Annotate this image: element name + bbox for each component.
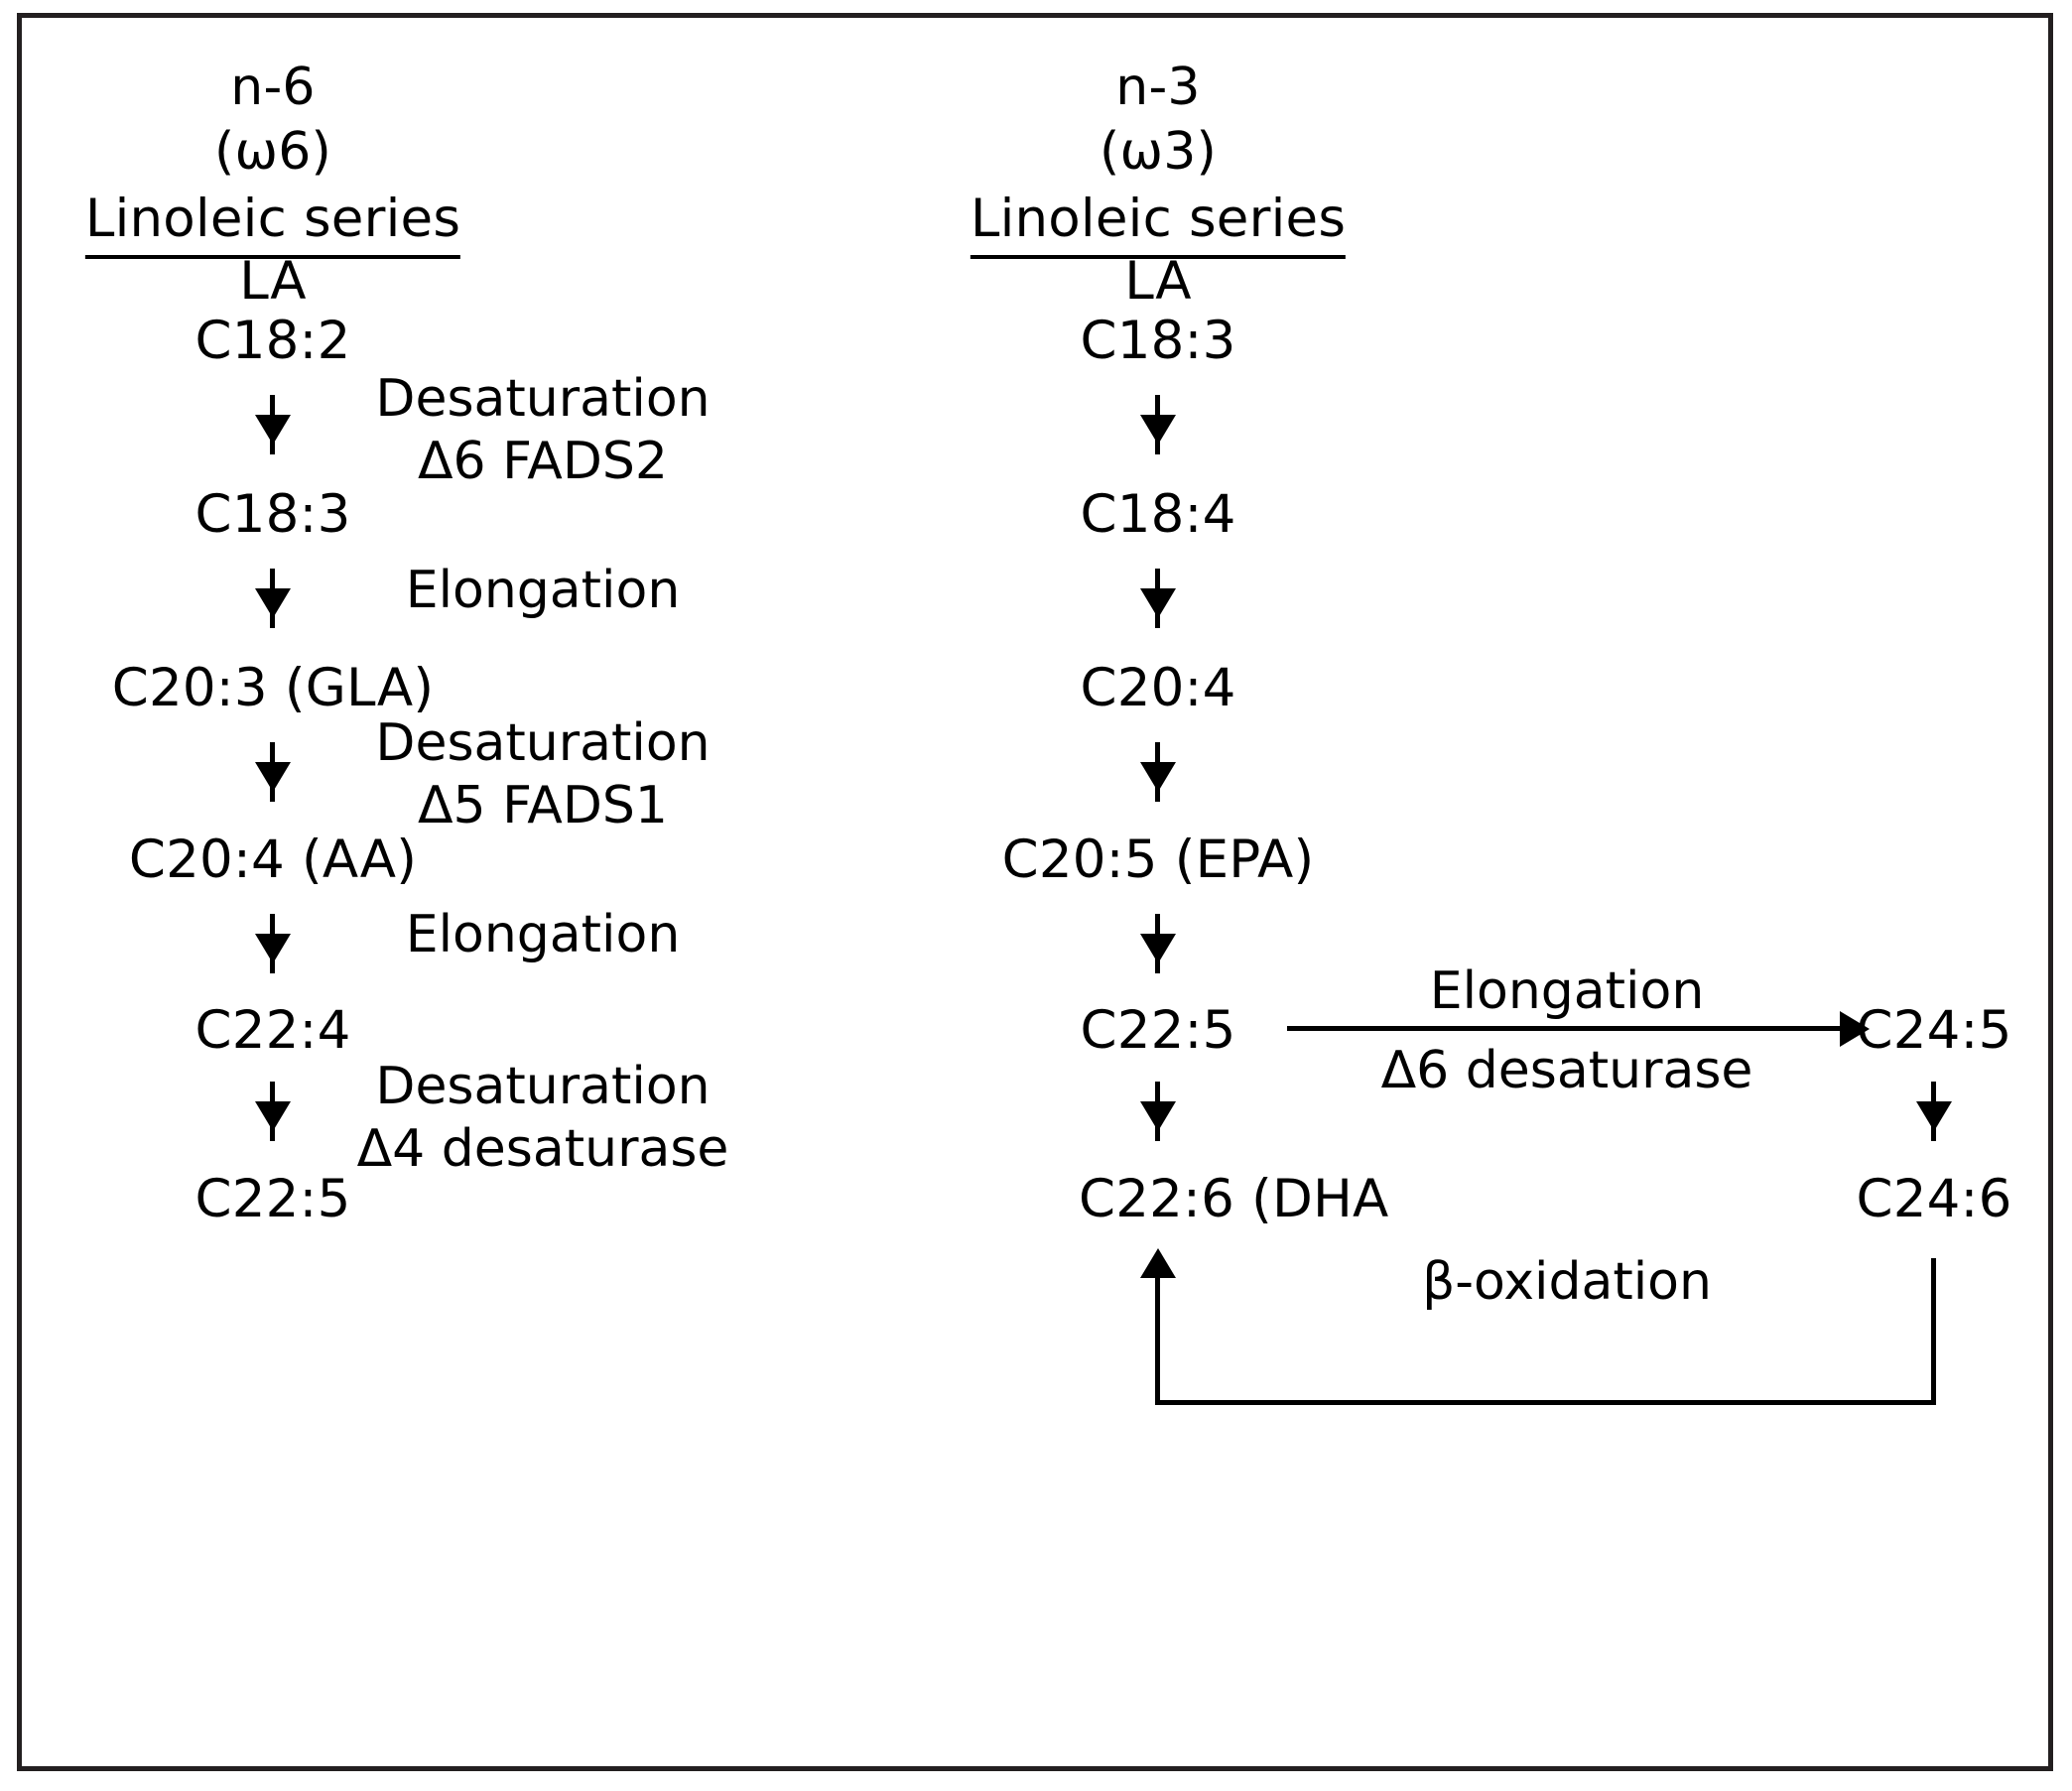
branch-delta6-desaturase-label: Δ6 desaturase xyxy=(1380,1041,1753,1100)
beta-oxidation-right-segment xyxy=(1931,1258,1936,1405)
n6-node-c22-5: C22:5 xyxy=(194,1169,351,1229)
branch-arrow-head xyxy=(1916,1101,1952,1131)
enzyme-step1-line1: Desaturation xyxy=(375,369,711,429)
n6-arrow-4-head xyxy=(255,934,291,963)
n6-precursor-abbrev: LA xyxy=(239,251,307,312)
enzyme-step5-line1: Desaturation xyxy=(375,1057,711,1116)
n3-node-c22-6-dha: C22:6 (DHA xyxy=(1079,1169,1389,1229)
enzyme-step3: Desaturation Δ5 FADS1 xyxy=(375,712,710,838)
n3-series-title: Linoleic series xyxy=(970,189,1347,259)
n3-arrow-4-head xyxy=(1140,934,1176,963)
enzyme-step5: Desaturation Δ4 desaturase xyxy=(357,1056,729,1182)
n3-precursor-abbrev: LA xyxy=(1124,251,1192,312)
branch-elongation-label: Elongation xyxy=(1429,961,1705,1021)
beta-oxidation-label: β-oxidation xyxy=(1422,1252,1712,1312)
n6-node-c18-2: C18:2 xyxy=(194,311,351,371)
beta-oxidation-left-segment xyxy=(1155,1278,1160,1405)
n3-arrow-5-head xyxy=(1140,1101,1176,1131)
n3-arrow-3-head xyxy=(1140,762,1176,792)
beta-oxidation-arrow-head xyxy=(1140,1248,1176,1278)
n3-family-label-line1: n-3 xyxy=(1115,58,1201,117)
n6-node-c22-4: C22:4 xyxy=(194,1000,351,1061)
n6-node-c18-3: C18:3 xyxy=(194,484,351,545)
n6-arrow-2-head xyxy=(255,588,291,618)
n6-node-c20-3-gla: C20:3 (GLA) xyxy=(111,658,435,718)
n3-node-c20-5-epa: C20:5 (EPA) xyxy=(1001,830,1315,890)
enzyme-step5-line2: Δ4 desaturase xyxy=(356,1119,729,1180)
n3-node-c20-4: C20:4 xyxy=(1080,658,1236,718)
enzyme-step3-line1: Desaturation xyxy=(375,713,711,773)
n6-series-title: Linoleic series xyxy=(84,189,461,259)
n3-family-label-line2: (ω3) xyxy=(1099,122,1218,182)
n3-arrow-1-head xyxy=(1140,415,1176,445)
diagram-frame: n-6 (ω6) Linoleic series LA C18:2 C18:3 … xyxy=(17,13,2053,1771)
enzyme-step3-line2: Δ5 FADS1 xyxy=(417,776,669,836)
n6-node-c20-4-aa: C20:4 (AA) xyxy=(128,830,418,890)
n6-family-label-line1: n-6 xyxy=(230,58,316,117)
branch-elongation-arrow-shaft xyxy=(1287,1026,1843,1031)
enzyme-step4: Elongation xyxy=(405,905,681,964)
branch-elongation-arrow-head xyxy=(1840,1011,1870,1047)
n3-node-c18-3: C18:3 xyxy=(1080,311,1236,371)
enzyme-step2: Elongation xyxy=(405,561,681,620)
n6-arrow-1-head xyxy=(255,415,291,445)
n6-arrow-3-head xyxy=(255,762,291,792)
branch-node-c24-6: C24:6 xyxy=(1856,1169,2012,1229)
enzyme-step1-line2: Δ6 FADS2 xyxy=(417,432,669,492)
branch-node-c24-5: C24:5 xyxy=(1856,1000,2012,1061)
n6-arrow-5-head xyxy=(255,1101,291,1131)
n3-node-c22-5: C22:5 xyxy=(1080,1000,1236,1061)
n6-family-label-line2: (ω6) xyxy=(213,122,332,182)
beta-oxidation-bottom-segment xyxy=(1155,1400,1936,1405)
enzyme-step1: Desaturation Δ6 FADS2 xyxy=(375,368,710,494)
n3-node-c18-4: C18:4 xyxy=(1080,484,1236,545)
n3-arrow-2-head xyxy=(1140,588,1176,618)
